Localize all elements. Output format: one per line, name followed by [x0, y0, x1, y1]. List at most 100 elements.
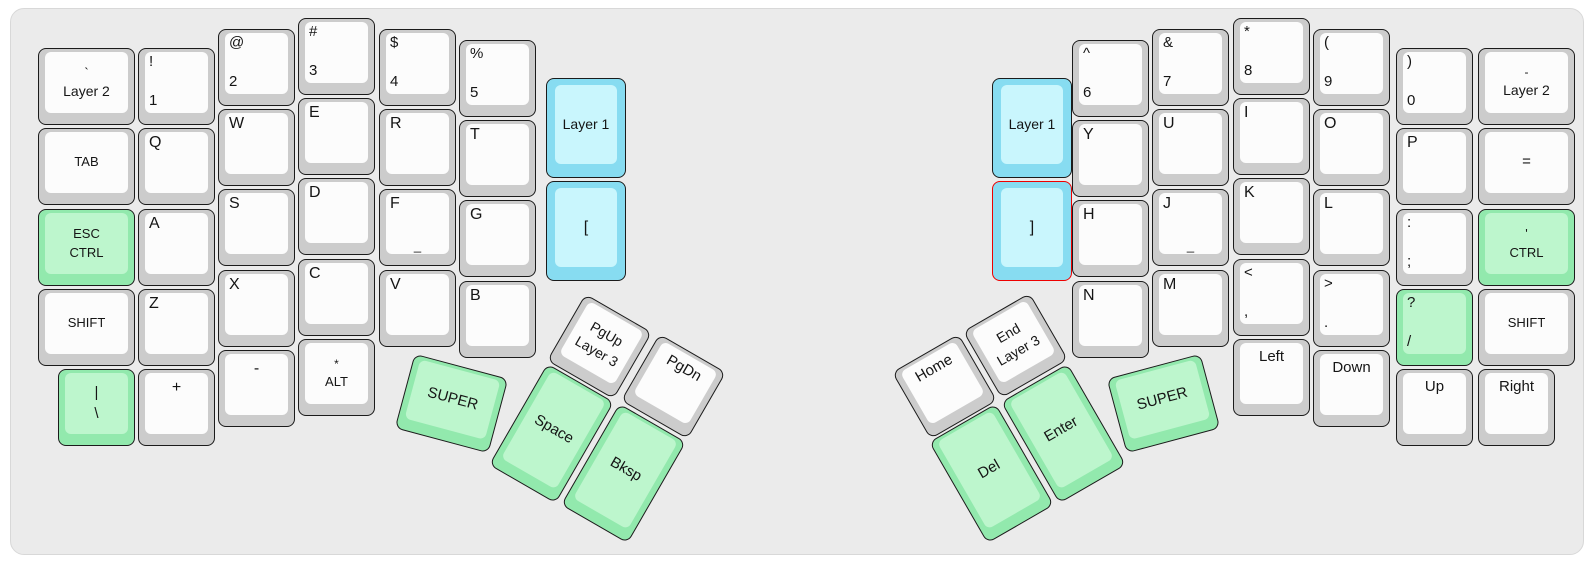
- key-label: R: [390, 115, 402, 132]
- key-u[interactable]: U: [1152, 109, 1229, 186]
- key-o[interactable]: O: [1313, 109, 1390, 186]
- key-q[interactable]: Q: [138, 128, 215, 205]
- key-colon-semicolon[interactable]: :;: [1396, 209, 1473, 286]
- key-e[interactable]: E: [298, 98, 375, 175]
- key-f[interactable]: F_: [379, 189, 456, 266]
- key-t[interactable]: T: [459, 120, 536, 197]
- key-right-bracket[interactable]: ]: [992, 181, 1072, 281]
- key-label: &: [1163, 34, 1174, 51]
- key-layer1-left[interactable]: Layer 1: [546, 78, 626, 178]
- key-label: -: [1524, 65, 1529, 80]
- key-quote-ctrl[interactable]: 'CTRL: [1478, 209, 1575, 286]
- key-face: H: [1079, 204, 1142, 265]
- key-plus[interactable]: +: [138, 369, 215, 446]
- key-equals[interactable]: =: [1478, 128, 1575, 205]
- key-label: ^: [1083, 45, 1091, 62]
- key-label: J: [1163, 195, 1171, 212]
- key-face: [: [555, 188, 617, 267]
- key-v[interactable]: V: [379, 270, 456, 347]
- key-l[interactable]: L: [1313, 189, 1390, 266]
- key-left-bracket[interactable]: [: [546, 181, 626, 281]
- key-dollar-4[interactable]: $4: [379, 29, 456, 106]
- key-question-slash[interactable]: ?/: [1396, 289, 1473, 366]
- key-c[interactable]: C: [298, 259, 375, 336]
- key-face: Q: [145, 132, 208, 193]
- key-label: #: [309, 23, 318, 40]
- key-n[interactable]: N: [1072, 281, 1149, 358]
- key-r[interactable]: R: [379, 109, 456, 186]
- key-d[interactable]: D: [298, 178, 375, 255]
- key-percent-5[interactable]: %5: [459, 40, 536, 117]
- key-h[interactable]: H: [1072, 200, 1149, 277]
- key-paren-0[interactable]: )0: [1396, 48, 1473, 125]
- key-label: V: [390, 276, 401, 293]
- key-arrow-down[interactable]: Down: [1313, 350, 1390, 427]
- key-face: O: [1320, 113, 1383, 174]
- key-face: ^6: [1079, 44, 1142, 105]
- key-label: Z: [149, 295, 159, 312]
- key-shift-left[interactable]: SHIFT: [38, 289, 135, 366]
- key-asterisk-alt[interactable]: *ALT: [298, 339, 375, 416]
- key-paren-9[interactable]: (9: [1313, 29, 1390, 106]
- key-greater-period[interactable]: >.: [1313, 270, 1390, 347]
- key-a[interactable]: A: [138, 209, 215, 286]
- key-hash-3[interactable]: #3: [298, 18, 375, 95]
- key-x[interactable]: X: [218, 270, 295, 347]
- key-label: G: [470, 206, 483, 223]
- key-at-2[interactable]: @2: [218, 29, 295, 106]
- key-asterisk-8[interactable]: *8: [1233, 18, 1310, 95]
- key-g[interactable]: G: [459, 200, 536, 277]
- key-w[interactable]: W: [218, 109, 295, 186]
- key-less-comma[interactable]: <,: [1233, 259, 1310, 336]
- key-super-right[interactable]: SUPER: [1106, 353, 1220, 453]
- key-label: =: [1522, 153, 1531, 171]
- key-p[interactable]: P: [1396, 128, 1473, 205]
- key-y[interactable]: Y: [1072, 120, 1149, 197]
- key-dash-layer2[interactable]: -Layer 2: [1478, 48, 1575, 125]
- key-label: F: [390, 195, 400, 212]
- key-label: N: [1083, 287, 1095, 304]
- key-face: G: [466, 204, 529, 265]
- key-pipe-backslash[interactable]: |\: [58, 369, 135, 446]
- key-label: %: [470, 45, 484, 62]
- key-layer1-right[interactable]: Layer 1: [992, 78, 1072, 178]
- key-arrow-up[interactable]: Up: [1396, 369, 1473, 446]
- key-b[interactable]: B: [459, 281, 536, 358]
- key-j[interactable]: J_: [1152, 189, 1229, 266]
- key-m[interactable]: M: [1152, 270, 1229, 347]
- key-label: $: [390, 34, 399, 51]
- key-k[interactable]: K: [1233, 178, 1310, 255]
- key-arrow-left[interactable]: Left: [1233, 339, 1310, 416]
- key-face: <,: [1240, 263, 1303, 324]
- key-face: B: [466, 285, 529, 346]
- key-label-group: 'CTRL: [1485, 213, 1568, 274]
- key-label: !: [149, 53, 154, 70]
- key-grave-layer2[interactable]: `Layer 2: [38, 48, 135, 125]
- key-label: W: [229, 115, 245, 132]
- key-caret-6[interactable]: ^6: [1072, 40, 1149, 117]
- key-face: C: [305, 263, 368, 324]
- key-i[interactable]: I: [1233, 98, 1310, 175]
- key-super-left[interactable]: SUPER: [394, 353, 508, 453]
- key-minus[interactable]: -: [218, 350, 295, 427]
- key-tab[interactable]: TAB: [38, 128, 135, 205]
- key-ampersand-7[interactable]: &7: [1152, 29, 1229, 106]
- key-face: Layer 1: [555, 85, 617, 164]
- key-label: Right: [1498, 378, 1535, 395]
- key-face: *8: [1240, 22, 1303, 83]
- key-s[interactable]: S: [218, 189, 295, 266]
- key-label: A: [149, 215, 160, 232]
- key-shift-right[interactable]: SHIFT: [1478, 289, 1575, 366]
- key-label-group: Layer 1: [1001, 85, 1063, 164]
- key-face: Y: [1079, 124, 1142, 185]
- key-face: SUPER: [1113, 358, 1210, 440]
- key-face: S: [225, 193, 288, 254]
- key-z[interactable]: Z: [138, 289, 215, 366]
- key-exclamation-1[interactable]: !1: [138, 48, 215, 125]
- key-arrow-right[interactable]: Right: [1478, 369, 1555, 446]
